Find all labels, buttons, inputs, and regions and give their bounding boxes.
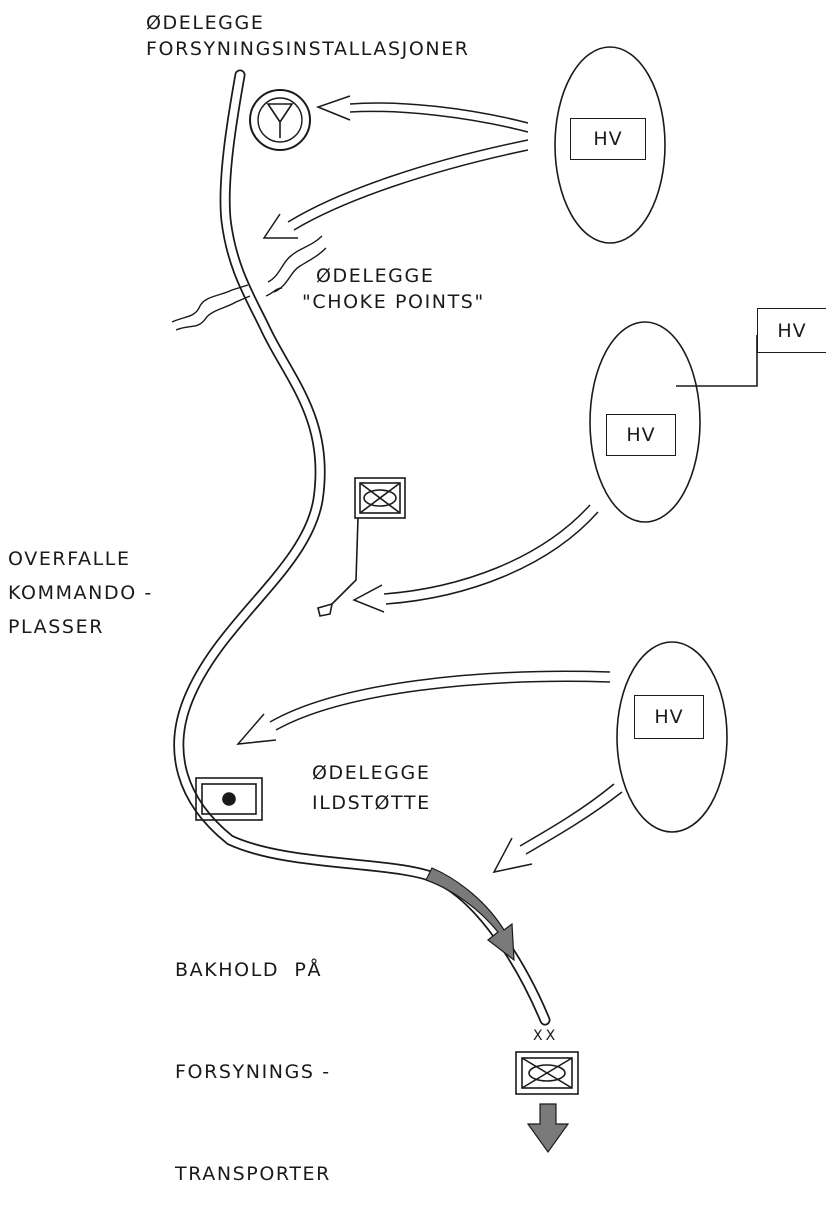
- hv-unit-flag: HV: [757, 308, 826, 353]
- command-post-flag: [317, 477, 406, 617]
- arrow-to-supply-point: [315, 95, 529, 133]
- arrow-to-artillery: [236, 670, 611, 745]
- artillery-symbol: [195, 777, 263, 821]
- withdrawal-arrow: [526, 1103, 570, 1154]
- label-ambush-supply-transports: BAKHOLD PÅ FORSYNINGS - TRANSPORTER: [175, 885, 331, 1225]
- label-destroy-fire-support: ØDELEGGE ILDSTØTTE: [312, 758, 431, 818]
- arrow-to-command-post: [352, 504, 599, 613]
- hv-ellipse-middle: [589, 321, 701, 523]
- label-line: FORSYNINGSINSTALLASJONER: [146, 38, 470, 60]
- armored-division-icon: [515, 1051, 579, 1095]
- hv-unit-north: HV: [570, 118, 646, 160]
- division-symbol: [515, 1051, 579, 1095]
- main-road: [173, 69, 551, 1026]
- river-east: [265, 235, 327, 297]
- hv-unit-south: HV: [634, 695, 704, 739]
- tactical-diagram: [171, 46, 758, 1154]
- arrow-to-choke-points: [262, 139, 529, 239]
- label-line: ØDELEGGE: [316, 265, 435, 287]
- artillery-dot-icon: [195, 777, 263, 821]
- antenna-in-circle-icon: [249, 89, 311, 151]
- label-line: ØDELEGGE: [146, 12, 265, 34]
- hv-ellipse-south: [616, 641, 728, 833]
- label-line: KOMMANDO -: [8, 582, 153, 604]
- label-line: TRANSPORTER: [175, 1163, 331, 1185]
- supply-point-symbol: [249, 89, 311, 151]
- label-destroy-supply-installations: ØDELEGGE FORSYNINGSINSTALLASJONER: [146, 10, 470, 62]
- label-destroy-choke-points: ØDELEGGE "CHOKE POINTS": [302, 263, 485, 315]
- arrow-to-supply-transports: [492, 783, 623, 874]
- division-echelon-marker: XX: [533, 1028, 559, 1044]
- label-line: OVERFALLE: [8, 548, 131, 570]
- label-line: ILDSTØTTE: [312, 792, 431, 814]
- label-raid-command-posts: OVERFALLE KOMMANDO - PLASSER: [8, 542, 153, 644]
- armored-unit-flag-icon: [354, 477, 406, 519]
- label-line: PLASSER: [8, 616, 105, 638]
- hv-ellipse-north: [554, 46, 666, 244]
- river-west: [171, 284, 251, 331]
- label-line: "CHOKE POINTS": [302, 291, 485, 313]
- hv-unit-middle: HV: [606, 414, 676, 456]
- label-line: FORSYNINGS -: [175, 1061, 331, 1083]
- label-line: BAKHOLD PÅ: [175, 959, 323, 981]
- ambush-arrow: [425, 867, 515, 962]
- label-line: ØDELEGGE: [312, 762, 431, 784]
